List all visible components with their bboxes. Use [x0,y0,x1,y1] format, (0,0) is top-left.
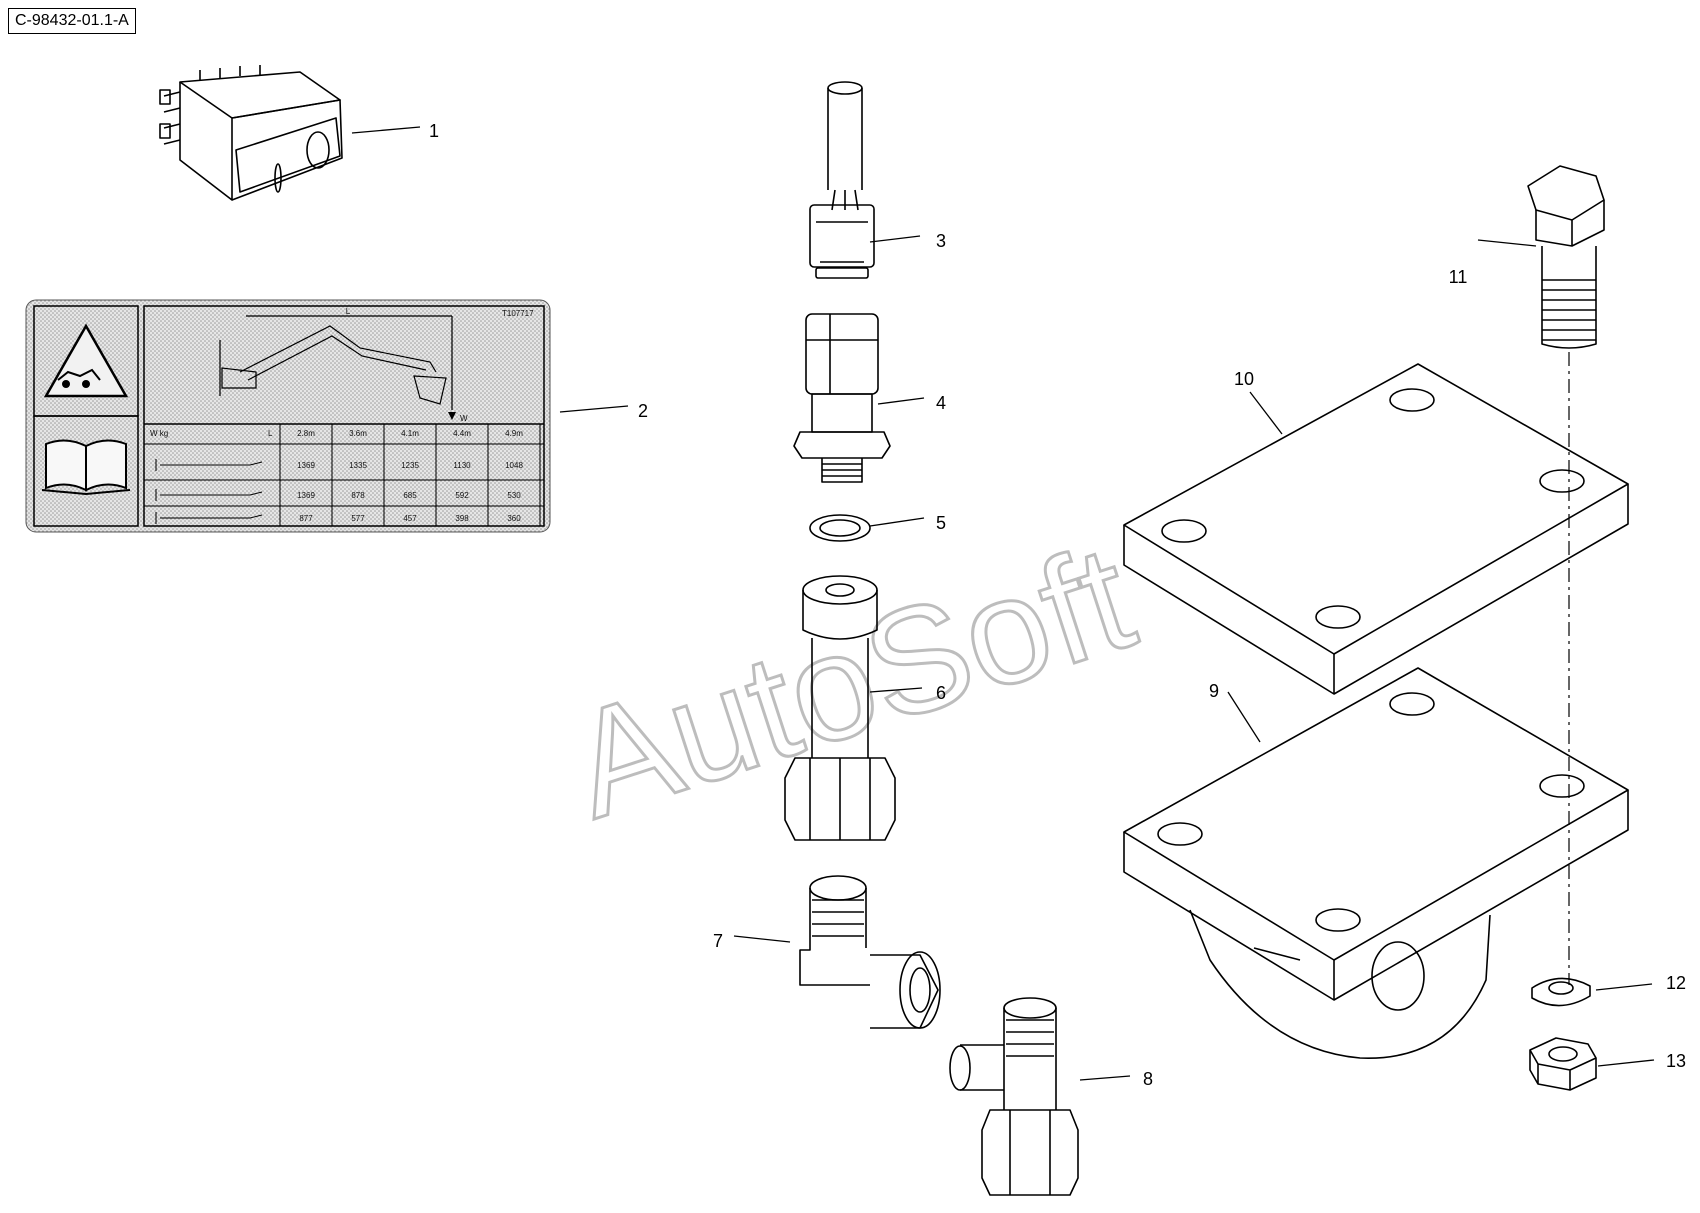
table-cell: 1130 [453,461,471,470]
part-9-lower-plate [1123,667,1629,1059]
callout-leader [733,935,791,943]
table-column-header: 4.9m [505,429,523,438]
table-header-weight: W kg [150,429,168,438]
callout-leader [869,517,925,527]
row-arm-icon [155,459,263,471]
table-cell: 398 [455,514,469,523]
part-4-pressure-switch [793,313,891,483]
part-3-connector [809,81,875,279]
callout-number: 5 [936,513,946,533]
table-cell: 685 [403,491,417,500]
callout-leader [869,235,921,243]
table-column-header: 4.1m [401,429,419,438]
table-cell: 577 [351,514,365,523]
part-13-nut [1529,1037,1597,1091]
callout-leader [869,687,923,693]
callout-number: 3 [936,231,946,251]
table-cell: 1235 [401,461,419,470]
part-1-rocker-switch [159,65,343,201]
table-cell: 457 [403,514,417,523]
manual-book-icon [41,439,131,496]
callout-leader [877,397,925,405]
callout-leader [1477,239,1537,247]
table-column-header: 4.4m [453,429,471,438]
load-table: W kg L 2.8m 3.6m 4.1m 4.4m 4.9m 1369 1335 1235 113… [144,424,544,526]
part-11-bolt [1527,165,1605,349]
table-cell: 877 [299,514,313,523]
callout-leader [1227,691,1261,743]
warning-triangle-icon [43,323,129,398]
table-column-header: 2.8m [297,429,315,438]
table-cell: 592 [455,491,469,500]
callout-leader [1595,983,1653,991]
callout-number: 11 [1449,267,1468,287]
callout-number: 1 [429,121,439,141]
table-cell: 360 [507,514,521,523]
decal-weight-label: W [460,414,468,423]
callout-number: 10 [1234,369,1254,389]
excavator-arm-figure [219,315,453,410]
table-column-header: 3.6m [349,429,367,438]
table-cell: 1369 [297,461,315,470]
callout-number: 6 [936,683,946,703]
callout-number: 4 [936,393,946,413]
callout-leader [1249,391,1283,435]
callout-number: 13 [1666,1051,1686,1071]
part-5-washer [809,514,871,542]
table-cell: 530 [507,491,521,500]
callout-leader [1079,1075,1131,1081]
drawing-reference: C-98432-01.1-A [8,8,136,34]
callout-number: 9 [1209,681,1219,701]
row-arm-icon [155,512,263,524]
callout-number: 12 [1666,973,1686,993]
callout-leader [351,126,421,134]
callout-number: 8 [1143,1069,1153,1089]
decal-code: T107717 [502,309,534,318]
table-header-length: L [268,429,273,438]
part-7-elbow [799,875,941,1029]
callout-number: 2 [638,401,648,421]
part-6-hose-fitting [784,575,896,841]
table-cell: 1369 [297,491,315,500]
table-cell: 1335 [349,461,367,470]
callout-leader [559,405,629,413]
callout-number: 7 [713,931,723,951]
part-2-decal: L W T107717 W kg L 2.8m 3.6m 4.1m 4.4m 4.9m 136… [25,299,551,533]
decal-dim-label: L [346,307,351,316]
row-arm-icon [155,489,263,501]
part-12-lock-washer [1531,977,1591,1007]
part-10-upper-plate [1123,363,1629,695]
table-cell: 878 [351,491,365,500]
watermark: AutoSoft [552,512,1151,850]
part-8-tee [949,997,1079,1196]
table-cell: 1048 [505,461,523,470]
callout-leader [1597,1059,1655,1067]
